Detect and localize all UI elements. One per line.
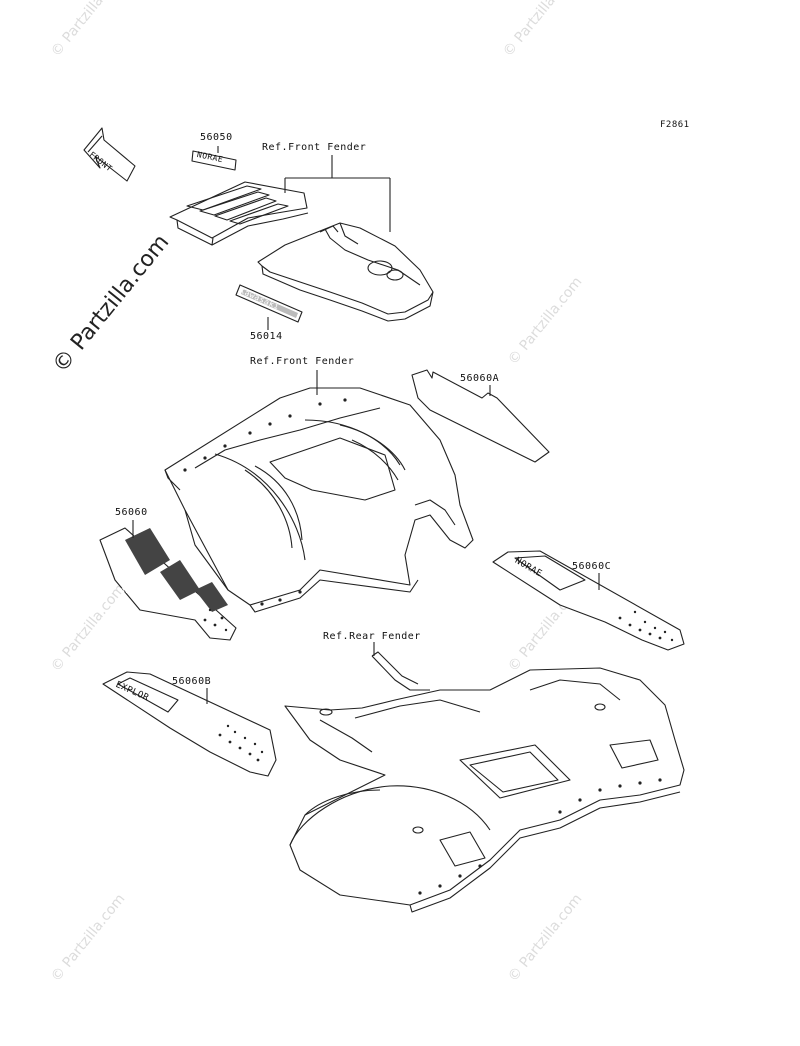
decal-56060A: [411, 369, 550, 463]
figure-code: F2861: [660, 120, 690, 130]
part-number-56050[interactable]: 56050: [200, 132, 233, 143]
decal-56060B: [102, 671, 277, 777]
front-direction-arrow: [83, 127, 136, 182]
front-fender-upper: [257, 222, 434, 322]
front-rack-part: [169, 181, 309, 246]
part-number-56060C[interactable]: 56060C: [572, 561, 612, 572]
part-number-56014[interactable]: 56014: [250, 331, 283, 342]
decal-56014: [235, 284, 303, 323]
decal-text-56060: 4x4: [120, 586, 136, 595]
front-fender-main: [164, 387, 474, 613]
leader-ref-front-fender-top: [284, 155, 391, 232]
part-number-56060B[interactable]: 56060B: [172, 676, 212, 687]
decal-56050: [191, 150, 237, 171]
ref-front-fender-mid-label[interactable]: Ref.Front Fender: [250, 356, 355, 367]
rear-fender: [284, 651, 685, 913]
decal-56060: [99, 527, 237, 641]
part-number-56060A[interactable]: 56060A: [460, 373, 500, 384]
decal-56060C: [492, 550, 685, 651]
part-number-56060[interactable]: 56060: [115, 507, 148, 518]
ref-rear-fender-label[interactable]: Ref.Rear Fender: [323, 631, 421, 642]
ref-front-fender-top-label[interactable]: Ref.Front Fender: [262, 142, 367, 153]
